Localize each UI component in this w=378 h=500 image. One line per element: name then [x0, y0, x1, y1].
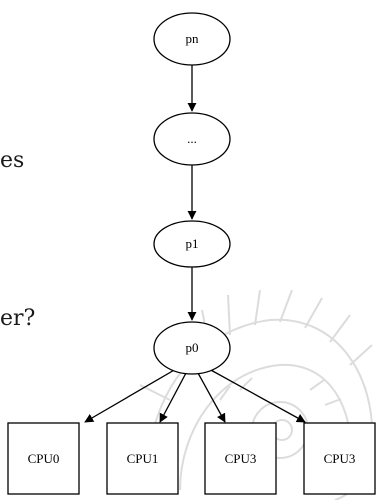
node-cpu1-label: CPU1 — [127, 451, 159, 466]
edge-p0-cpu1 — [159, 372, 187, 423]
node-cpu3b: CPU3 — [303, 422, 376, 495]
node-cpu0-label: CPU0 — [28, 451, 60, 466]
edge-p0-cpu0 — [84, 368, 177, 423]
edge-p0-cpu3a — [197, 372, 226, 423]
node-cpu3a: CPU3 — [204, 422, 277, 495]
node-cpu3a-label: CPU3 — [225, 451, 257, 466]
node-p1-label: p1 — [186, 236, 199, 251]
node-cpu3b-label: CPU3 — [324, 451, 356, 466]
node-p0: p0 — [153, 321, 231, 375]
node-p0-label: p0 — [186, 340, 199, 355]
side-text-fragment-1: es — [0, 148, 25, 173]
node-cpu1: CPU1 — [106, 422, 179, 495]
node-pn-label: pn — [186, 31, 200, 46]
node-p1: p1 — [153, 220, 231, 268]
node-ellipsis: ... — [153, 112, 231, 166]
side-text-fragment-2: er? — [0, 306, 36, 331]
node-pn: pn — [153, 12, 231, 66]
edges — [84, 65, 306, 423]
node-cpu0: CPU0 — [7, 422, 80, 495]
edge-p0-cpu3b — [208, 368, 306, 423]
node-ellipsis-label: ... — [187, 131, 197, 146]
